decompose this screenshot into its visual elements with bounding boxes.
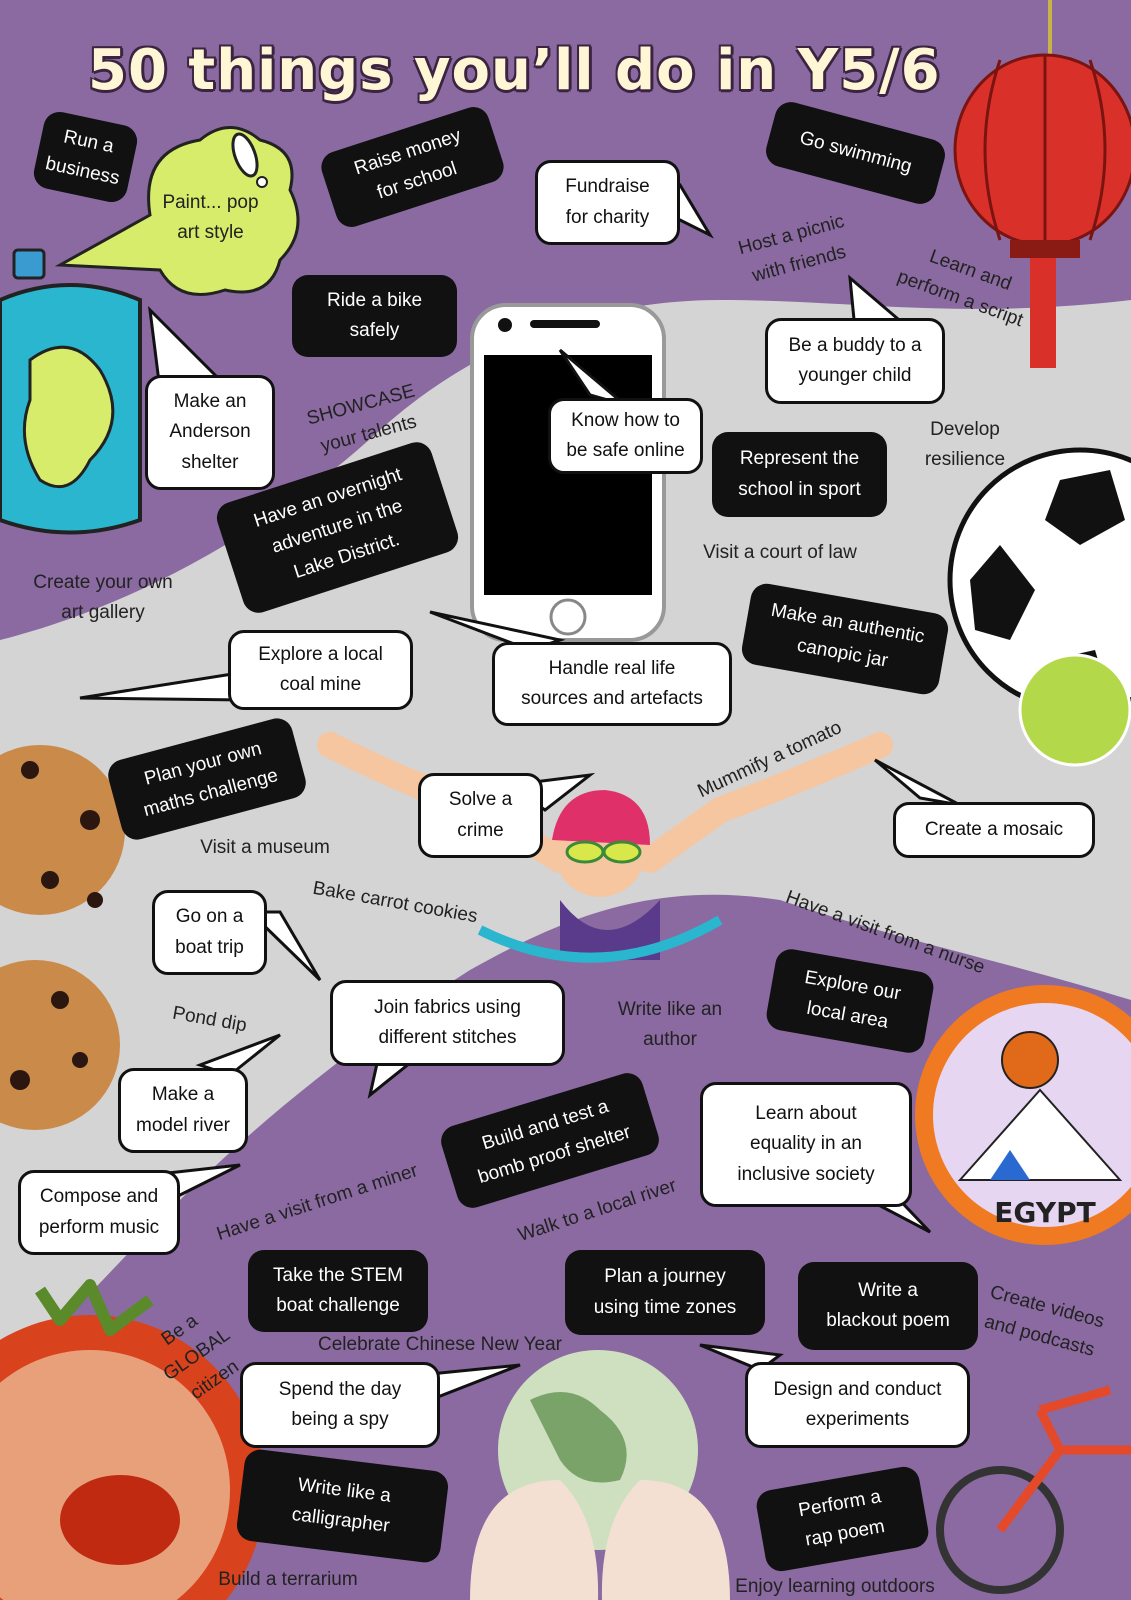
item-learning-outdoors: Enjoy learning outdoors	[735, 1576, 935, 1597]
item-model-river: Make a model river	[118, 1068, 248, 1153]
bicycle-icon	[936, 1385, 1131, 1594]
spray-can-icon	[0, 248, 142, 535]
egypt-badge-icon	[915, 985, 1131, 1245]
tennis-ball-icon	[1018, 653, 1131, 767]
chinese-lantern-icon	[953, 0, 1131, 368]
item-fundraise-charity: Fundraise for charity	[535, 160, 680, 245]
item-anderson-shelter: Make an Anderson shelter	[145, 375, 275, 490]
tomato-icon	[0, 1279, 265, 1600]
item-time-zones: Plan a journey using time zones	[565, 1250, 765, 1335]
item-experiments: Design and conduct experiments	[745, 1362, 970, 1448]
item-court-of-law: Visit a court of law	[703, 542, 857, 563]
item-safe-online: Know how to be safe online	[548, 398, 703, 474]
item-visit-museum: Visit a museum	[200, 837, 330, 858]
item-resilience: Develop resilience	[924, 419, 1006, 471]
page-title: 50 things you’ll do in Y5/6	[88, 38, 941, 103]
item-boat-trip: Go on a boat trip	[152, 890, 267, 975]
item-stem-boat: Take the STEM boat challenge	[248, 1250, 428, 1332]
cookies-icon	[0, 745, 125, 1130]
item-art-gallery: Create your own art gallery	[33, 572, 173, 624]
item-chinese-new-year: Celebrate Chinese New Year	[318, 1334, 562, 1355]
item-paint-pop-art: Paint... pop art style	[162, 192, 259, 244]
item-terrarium: Build a terrarium	[218, 1569, 358, 1590]
item-compose-music: Compose and perform music	[18, 1170, 180, 1255]
item-join-fabrics: Join fabrics using different stitches	[330, 980, 565, 1066]
item-buddy: Be a buddy to a younger child	[765, 318, 945, 404]
item-coal-mine: Explore a local coal mine	[228, 630, 413, 710]
item-real-life-sources: Handle real life sources and artefacts	[492, 642, 732, 726]
item-solve-crime: Solve a crime	[418, 773, 543, 858]
item-blackout-poem: Write a blackout poem	[798, 1262, 978, 1350]
globe-in-hands-icon	[470, 1350, 730, 1600]
item-write-author: Write like an author	[617, 999, 723, 1051]
item-represent-school: Represent the school in sport	[712, 432, 887, 517]
item-mosaic: Create a mosaic	[893, 802, 1095, 858]
item-equality: Learn about equality in an inclusive soc…	[700, 1082, 912, 1207]
item-ride-bike: Ride a bike safely	[292, 275, 457, 357]
item-spy: Spend the day being a spy	[240, 1362, 440, 1448]
egypt-badge-label: EGYPT	[994, 1196, 1096, 1229]
paint-splash-icon	[54, 126, 300, 296]
